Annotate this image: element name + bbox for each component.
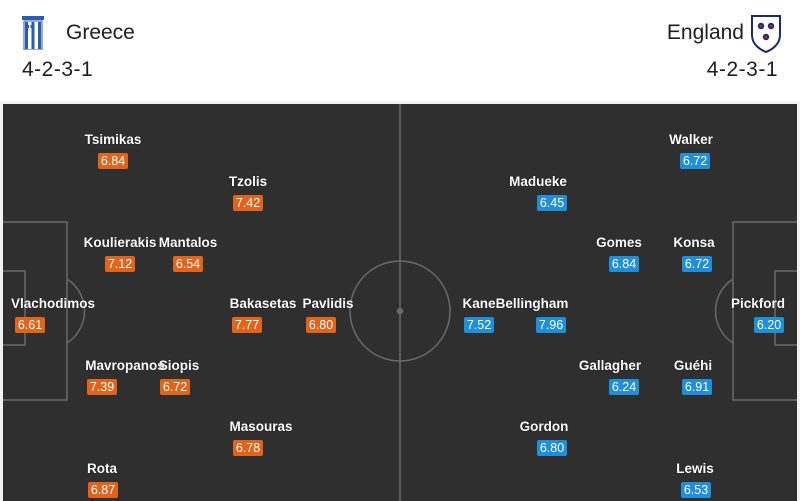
match-header: Greece 4-2-3-1 England 4-2-3-1: [0, 0, 800, 101]
player-name: Bakasetas: [229, 296, 297, 311]
player-name: Gordon: [519, 419, 569, 434]
england-crest-icon: [751, 15, 781, 53]
player-name: Tsimikas: [84, 132, 142, 147]
player-name: Vlachodimos: [10, 296, 96, 311]
pitch-markings: [3, 104, 797, 501]
player-name: Rota: [87, 461, 117, 476]
player-rating: 7.96: [536, 317, 566, 333]
player-name: Lewis: [676, 461, 714, 476]
player-rating: 6.72: [160, 379, 190, 395]
player-rating: 6.45: [537, 195, 567, 211]
home-formation: 4-2-3-1: [22, 58, 94, 81]
player-rating: 6.53: [681, 482, 711, 498]
away-team-name: England: [666, 21, 744, 44]
player-rating: 6.87: [88, 482, 118, 498]
player-name: Pavlidis: [302, 296, 354, 311]
player-name: Gomes: [596, 235, 642, 250]
player-name: Siopis: [158, 358, 200, 373]
player-rating: 6.20: [754, 317, 784, 333]
player-name: Bellingham: [495, 296, 569, 311]
player-rating: 6.80: [306, 317, 336, 333]
player-name: Koulierakis: [83, 235, 157, 250]
player-rating: 6.84: [98, 153, 128, 169]
player-rating: 6.72: [680, 153, 710, 169]
player-rating: 7.12: [105, 256, 135, 272]
player-name: Pickford: [730, 296, 786, 311]
pitch: Tsimikas 6.84 Tzolis 7.42 Koulierakis 7.…: [3, 104, 797, 501]
player-name: Tzolis: [228, 174, 268, 189]
player-name: Masouras: [229, 419, 293, 434]
home-team-name: Greece: [66, 21, 135, 44]
away-formation: 4-2-3-1: [706, 58, 778, 81]
player-rating: 6.61: [15, 317, 45, 333]
player-name: Konsa: [673, 235, 715, 250]
player-rating: 6.72: [682, 256, 712, 272]
player-rating: 7.52: [464, 317, 494, 333]
player-name: Walker: [669, 132, 713, 147]
player-name: Mantalos: [158, 235, 218, 250]
player-rating: 6.24: [609, 379, 639, 395]
player-rating: 6.78: [233, 440, 263, 456]
player-rating: 7.39: [87, 379, 117, 395]
player-rating: 6.80: [537, 440, 567, 456]
player-name: Guéhi: [673, 358, 713, 373]
player-rating: 6.84: [609, 256, 639, 272]
player-rating: 6.91: [682, 379, 712, 395]
player-rating: 7.42: [233, 195, 263, 211]
greece-flag-icon: [22, 16, 44, 50]
player-name: Gallagher: [578, 358, 642, 373]
player-name: Mavropanos: [85, 358, 165, 373]
player-rating: 6.54: [173, 256, 203, 272]
player-name: Kane: [462, 296, 496, 311]
player-rating: 7.77: [232, 317, 262, 333]
player-name: Madueke: [509, 174, 567, 189]
